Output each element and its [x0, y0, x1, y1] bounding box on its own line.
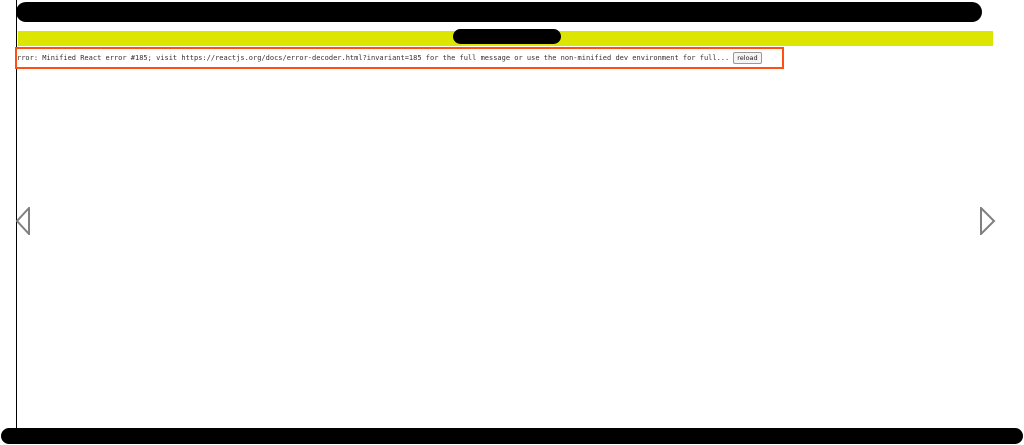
previous-arrow-icon[interactable]	[15, 205, 31, 239]
error-message-box: rror: Minified React error #185; visit h…	[15, 47, 784, 69]
left-divider-line	[16, 0, 17, 430]
reload-button[interactable]: reload	[733, 52, 762, 64]
error-message-text: rror: Minified React error #185; visit h…	[17, 53, 730, 62]
next-arrow-icon[interactable]	[979, 205, 997, 239]
redacted-banner-label	[453, 29, 561, 44]
redacted-title-bar	[16, 2, 982, 22]
redacted-footer-bar	[1, 428, 1023, 444]
